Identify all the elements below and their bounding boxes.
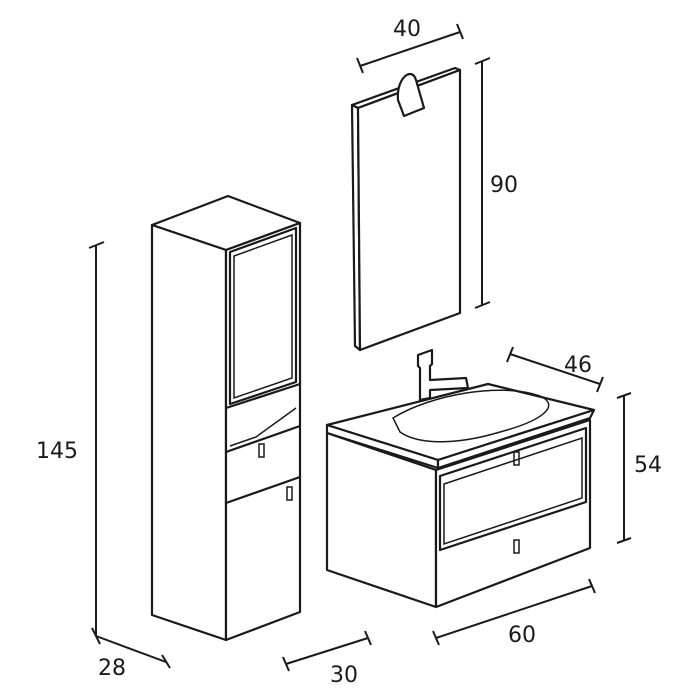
column-glass-panel [233,233,293,400]
label-vanity-depth: 46 [564,353,592,378]
dim-vanity-width [432,578,596,646]
label-column-width: 30 [330,663,358,688]
column-drawer-bottom [224,475,302,505]
label-mirror-width: 40 [393,17,421,42]
column-niche-back [229,407,297,447]
dim-mirror-height [474,57,491,309]
vanity-top-side-edge [436,408,596,470]
vanity-basin [392,389,550,443]
column-drawer-handle [258,443,265,458]
tall-column-cabinet [150,194,302,642]
mirror-face [356,68,462,352]
column-door-handle [286,486,293,501]
dim-vanity-depth [506,346,604,393]
dim-vanity-height [616,392,632,544]
dimension-lines [88,23,632,672]
mirror [350,66,462,352]
column-glass-door [228,226,298,406]
label-column-height: 145 [36,439,78,464]
label-mirror-height: 90 [490,173,518,198]
faucet-icon [416,348,470,402]
vanity-top-drawer-handle [513,451,520,466]
vanity-front [434,418,592,609]
column-shelf [224,382,302,410]
vanity-drawer-panel [443,436,583,546]
vanity-unit [325,348,596,609]
column-drawer-top [224,424,302,454]
label-vanity-height: 54 [634,453,662,478]
vanity-drawer-top [438,426,588,552]
mirror-lamp-icon [396,73,426,118]
column-side [150,223,228,642]
dim-column-depth [91,627,171,669]
vanity-bottom-drawer-handle [513,539,520,554]
label-vanity-width: 60 [508,623,536,648]
dim-mirror-width [356,23,464,74]
dim-column-height [88,241,105,636]
label-column-depth: 28 [98,656,126,681]
dim-column-width [282,630,372,672]
